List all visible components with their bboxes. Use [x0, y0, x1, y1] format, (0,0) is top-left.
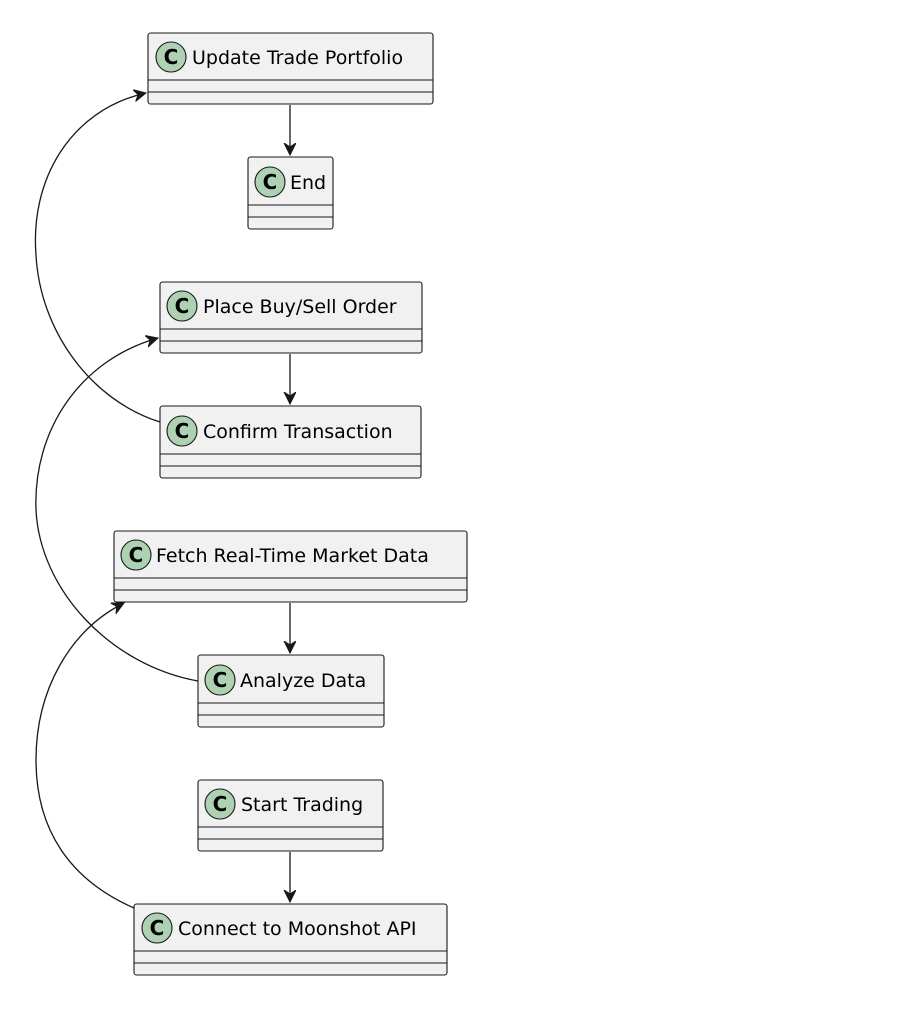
- svg-text:C: C: [213, 792, 228, 816]
- class-stereotype-icon: C: [254, 166, 286, 198]
- class-stereotype-icon: C: [155, 41, 187, 73]
- svg-text:C: C: [263, 170, 278, 194]
- svg-text:C: C: [175, 294, 190, 318]
- class-stereotype-icon: C: [120, 539, 152, 571]
- node-update-trade-portfolio: C Update Trade Portfolio: [147, 32, 434, 105]
- node-end: C End: [247, 156, 334, 230]
- node-confirm-transaction: C Confirm Transaction: [159, 405, 422, 479]
- node-label: Analyze Data: [240, 670, 366, 692]
- class-stereotype-icon: C: [166, 290, 198, 322]
- node-label: End: [290, 172, 326, 194]
- svg-text:C: C: [213, 668, 228, 692]
- node-label: Place Buy/Sell Order: [203, 296, 397, 318]
- node-label: Connect to Moonshot API: [178, 918, 417, 940]
- edge-analyze-data-to-place-buy-sell-order: [35, 338, 199, 682]
- node-label: Start Trading: [241, 794, 363, 816]
- svg-text:C: C: [164, 45, 179, 69]
- class-stereotype-icon: C: [204, 788, 236, 820]
- diagram-nodes: C Update Trade Portfolio C End C Place B…: [113, 32, 468, 976]
- edge-confirm-transaction-to-update-trade-portfolio: [34, 93, 161, 423]
- class-stereotype-icon: C: [166, 415, 198, 447]
- diagram-edges: [34, 93, 290, 909]
- node-place-buy-sell-order: C Place Buy/Sell Order: [159, 281, 423, 354]
- node-label: Confirm Transaction: [203, 421, 393, 443]
- node-analyze-data: C Analyze Data: [197, 654, 385, 728]
- node-label: Update Trade Portfolio: [192, 47, 403, 69]
- edge-connect-to-moonshot-api-to-fetch-real-time-market-data: [35, 602, 135, 909]
- svg-text:C: C: [175, 419, 190, 443]
- class-stereotype-icon: C: [204, 664, 236, 696]
- node-connect-to-moonshot-api: C Connect to Moonshot API: [133, 903, 448, 976]
- node-start-trading: C Start Trading: [197, 779, 384, 852]
- node-fetch-real-time-market-data: C Fetch Real-Time Market Data: [113, 530, 468, 603]
- svg-text:C: C: [129, 543, 144, 567]
- svg-text:C: C: [150, 916, 165, 940]
- node-label: Fetch Real-Time Market Data: [156, 545, 429, 567]
- class-stereotype-icon: C: [141, 912, 173, 944]
